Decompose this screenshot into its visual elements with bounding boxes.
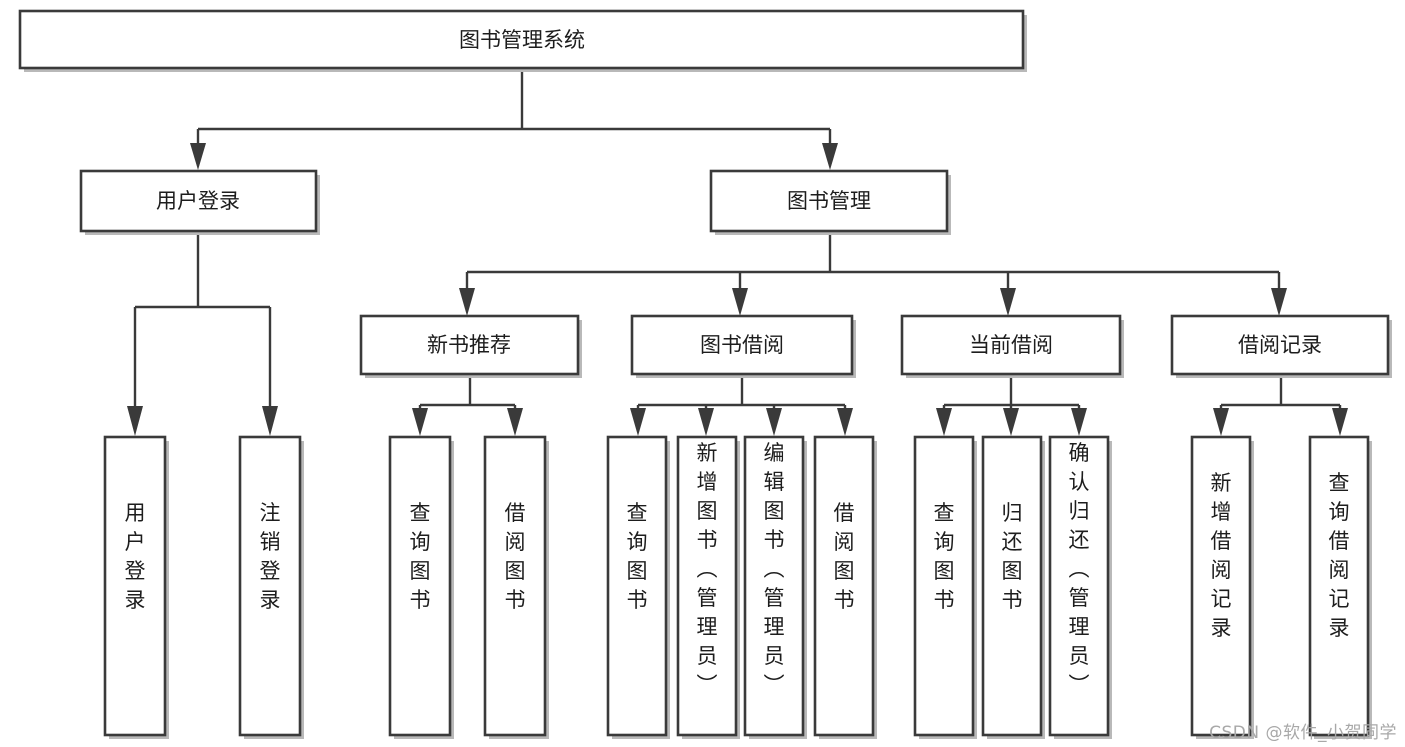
arrow-leaf-add-book xyxy=(698,408,714,436)
node-root[interactable]: 图书管理系统 xyxy=(18,9,1027,72)
node-leaf-query-book-3[interactable]: 查询图书 xyxy=(913,435,977,739)
leaf-node-group: 用户登录 注销登录 查询图书 借阅图书 查询 xyxy=(103,435,1372,739)
book-borrow-box[interactable] xyxy=(630,314,854,376)
leaf-add-record-label: 新增借阅记录 xyxy=(1211,471,1232,640)
book-borrow-label: 图书借阅 xyxy=(700,333,784,357)
borrow-record-label: 借阅记录 xyxy=(1238,333,1322,357)
leaf-query-book-1-box[interactable] xyxy=(388,435,452,737)
node-leaf-query-record[interactable]: 查询借阅记录 xyxy=(1308,435,1372,739)
arrow-book-borrow xyxy=(732,288,748,316)
leaf-logout-label: 注销登录 xyxy=(260,501,281,612)
node-leaf-query-book-2[interactable]: 查询图书 xyxy=(606,435,670,739)
node-user-login[interactable]: 用户登录 xyxy=(79,169,320,235)
arrow-leaf-borrow-book-1 xyxy=(507,408,523,436)
borrow-record-box[interactable] xyxy=(1170,314,1390,376)
arrow-book-management xyxy=(822,143,838,170)
node-leaf-logout[interactable]: 注销登录 xyxy=(238,435,304,739)
new-book-recommend-label: 新书推荐 xyxy=(427,333,511,357)
node-leaf-return-book[interactable]: 归还图书 xyxy=(981,435,1045,739)
leaf-logout-box[interactable] xyxy=(238,435,302,737)
connector-group xyxy=(127,71,1348,436)
leaf-edit-book-box[interactable] xyxy=(743,435,805,737)
node-leaf-query-book-1[interactable]: 查询图书 xyxy=(388,435,454,739)
arrow-borrow-record xyxy=(1271,288,1287,316)
leaf-user-login-box[interactable] xyxy=(103,435,167,737)
leaf-user-login-label: 用户登录 xyxy=(125,501,146,612)
node-leaf-add-book[interactable]: 新增图书︵管理员︶ xyxy=(676,435,740,739)
arrow-leaf-query-book-3 xyxy=(936,408,952,436)
arrow-user-login xyxy=(190,143,206,170)
book-management-label: 图书管理 xyxy=(787,189,871,213)
user-login-label: 用户登录 xyxy=(156,189,240,213)
node-book-management[interactable]: 图书管理 xyxy=(709,169,951,235)
book-management-box[interactable] xyxy=(709,169,949,233)
leaf-borrow-book-1-box[interactable] xyxy=(483,435,547,737)
node-leaf-borrow-book-1[interactable]: 借阅图书 xyxy=(483,435,549,739)
leaf-borrow-book-2-label: 借阅图书 xyxy=(834,501,855,612)
leaf-query-book-2-box[interactable] xyxy=(606,435,668,737)
leaf-return-book-label: 归还图书 xyxy=(1002,501,1023,612)
node-book-borrow[interactable]: 图书借阅 xyxy=(630,314,856,378)
current-borrow-label: 当前借阅 xyxy=(969,333,1053,357)
leaf-query-book-2-label: 查询图书 xyxy=(627,501,648,612)
new-book-recommend-box[interactable] xyxy=(359,314,580,376)
arrow-new-book-recommend xyxy=(459,288,475,316)
node-borrow-record[interactable]: 借阅记录 xyxy=(1170,314,1392,378)
leaf-add-record-box[interactable] xyxy=(1190,435,1252,737)
arrow-leaf-edit-book xyxy=(766,408,782,436)
leaf-confirm-return-label: 确认归还︵管理员︶ xyxy=(1069,441,1090,697)
arrow-leaf-borrow-book-2 xyxy=(837,408,853,436)
leaf-query-book-3-box[interactable] xyxy=(913,435,975,737)
node-leaf-user-login[interactable]: 用户登录 xyxy=(103,435,169,739)
node-leaf-add-record[interactable]: 新增借阅记录 xyxy=(1190,435,1254,739)
arrow-leaf-user-login xyxy=(127,406,143,436)
node-leaf-edit-book[interactable]: 编辑图书︵管理员︶ xyxy=(743,435,807,739)
arrow-leaf-query-book-2 xyxy=(630,408,646,436)
node-leaf-borrow-book-2[interactable]: 借阅图书 xyxy=(813,435,877,739)
arrow-leaf-query-record xyxy=(1332,408,1348,436)
leaf-borrow-book-1-label: 借阅图书 xyxy=(505,501,526,612)
node-current-borrow[interactable]: 当前借阅 xyxy=(900,314,1124,378)
root-label: 图书管理系统 xyxy=(459,28,585,52)
leaf-query-book-3-label: 查询图书 xyxy=(934,501,955,612)
arrow-current-borrow xyxy=(1000,288,1016,316)
arrow-leaf-confirm-return xyxy=(1071,408,1087,436)
leaf-add-book-label: 新增图书︵管理员︶ xyxy=(697,441,718,697)
node-leaf-confirm-return[interactable]: 确认归还︵管理员︶ xyxy=(1048,435,1112,739)
csdn-watermark: CSDN @软件_小贺同学 xyxy=(1209,723,1397,743)
leaf-query-book-1-label: 查询图书 xyxy=(410,501,431,612)
leaf-confirm-return-box[interactable] xyxy=(1048,435,1110,737)
arrow-leaf-add-record xyxy=(1213,408,1229,436)
leaf-edit-book-label: 编辑图书︵管理员︶ xyxy=(764,441,785,697)
leaf-query-record-label: 查询借阅记录 xyxy=(1329,471,1350,640)
leaf-borrow-book-2-box[interactable] xyxy=(813,435,875,737)
node-new-book-recommend[interactable]: 新书推荐 xyxy=(359,314,582,378)
root-box[interactable] xyxy=(18,9,1025,70)
user-login-box[interactable] xyxy=(79,169,318,233)
arrow-leaf-return-book xyxy=(1003,408,1019,436)
arrow-leaf-query-book-1 xyxy=(412,408,428,436)
arrow-leaf-logout xyxy=(262,406,278,436)
leaf-query-record-box[interactable] xyxy=(1308,435,1370,737)
leaf-return-book-box[interactable] xyxy=(981,435,1043,737)
current-borrow-box[interactable] xyxy=(900,314,1122,376)
leaf-add-book-box[interactable] xyxy=(676,435,738,737)
